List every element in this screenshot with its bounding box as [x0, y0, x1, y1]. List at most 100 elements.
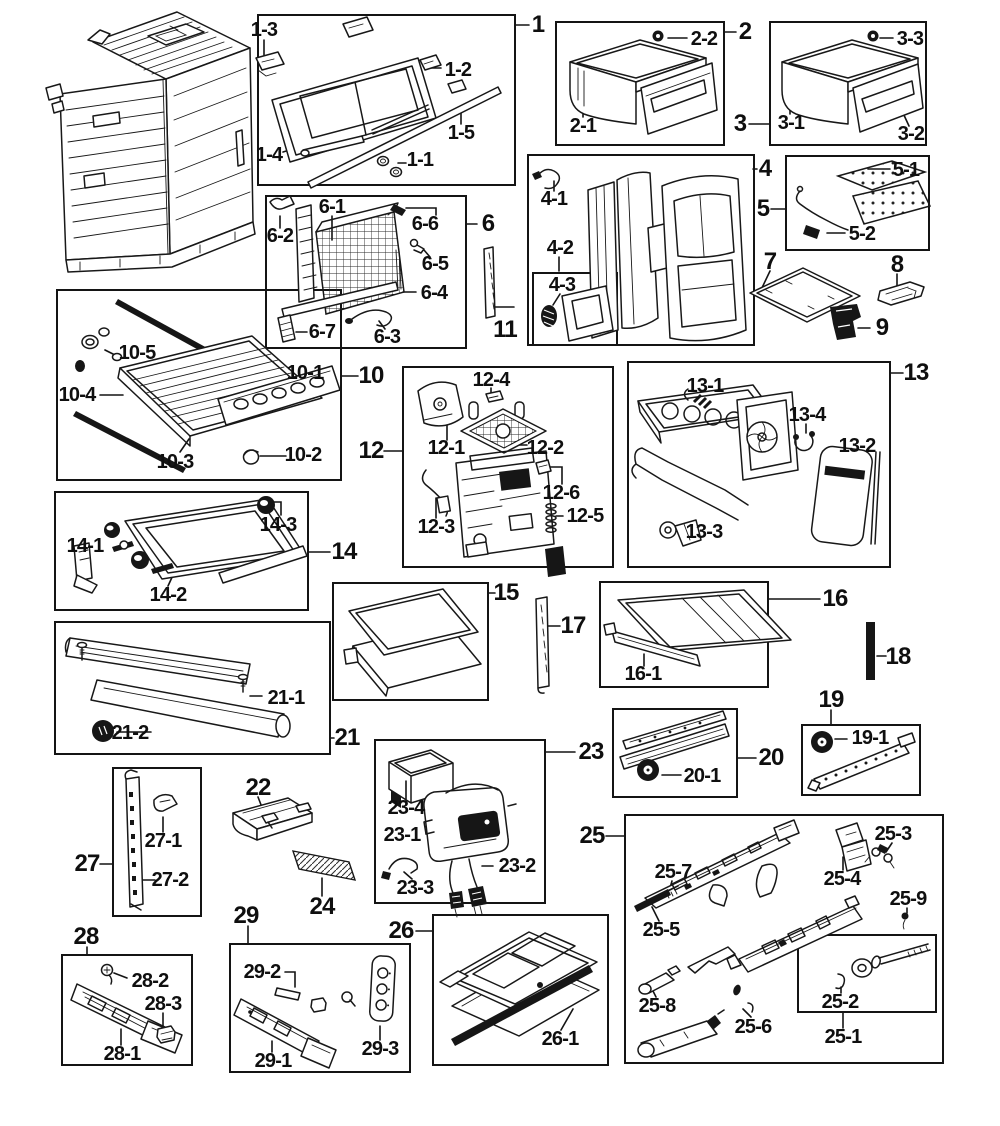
callout-27-2: 27-2 — [151, 869, 190, 891]
callout-13: 13 — [903, 359, 929, 386]
callout-1-1: 1-1 — [406, 149, 434, 171]
assembly-13-ice-maker — [631, 384, 881, 547]
callout-14: 14 — [331, 538, 357, 565]
callout-1-5: 1-5 — [447, 122, 475, 144]
callout-6-6: 6-6 — [411, 213, 439, 235]
callout-25-4: 25-4 — [823, 868, 862, 890]
assembly-27-side-strip — [124, 769, 178, 911]
callout-6-5: 6-5 — [421, 253, 449, 275]
part-group-frames — [54, 14, 944, 1073]
callout-2: 2 — [738, 18, 752, 45]
callout-6-1: 6-1 — [318, 196, 346, 218]
callout-13-1: 13-1 — [686, 375, 725, 397]
callout-23-3: 23-3 — [396, 877, 435, 899]
callout-12-2: 12-2 — [526, 437, 565, 459]
callout-2-2: 2-2 — [690, 28, 718, 50]
callout-25-7: 25-7 — [654, 861, 693, 883]
assembly-25-dispenser-parts — [634, 819, 931, 1058]
callout-12-6: 12-6 — [542, 482, 581, 504]
callout-23-2: 23-2 — [498, 855, 537, 877]
callout-28-3: 28-3 — [144, 993, 183, 1015]
callout-25-3: 25-3 — [874, 823, 913, 845]
callout-20-1: 20-1 — [683, 765, 722, 787]
assembly-10-drawer-base — [73, 299, 341, 473]
callout-10-2: 10-2 — [284, 444, 323, 466]
callout-25-1: 25-1 — [824, 1026, 863, 1048]
part-11-strip — [483, 246, 496, 319]
part-22-small-tray — [232, 797, 313, 841]
callout-10-5: 10-5 — [118, 342, 157, 364]
callout-19: 19 — [818, 686, 844, 713]
part-8-bracket — [877, 281, 925, 306]
callout-25-2: 25-2 — [821, 991, 860, 1013]
callout-23-1: 23-1 — [383, 824, 422, 846]
part-18-seal-bar — [866, 622, 875, 680]
callout-3-2: 3-2 — [897, 123, 925, 145]
callout-6: 6 — [481, 210, 495, 237]
callout-4-3: 4-3 — [548, 274, 576, 296]
callout-29: 29 — [233, 902, 259, 929]
callout-14-1: 14-1 — [66, 535, 105, 557]
assembly-2-freezer-drawer — [569, 30, 718, 135]
callout-10-4: 10-4 — [58, 384, 97, 406]
callout-8: 8 — [890, 251, 904, 278]
callout-22: 22 — [245, 774, 271, 801]
callout-17: 17 — [560, 612, 586, 639]
callout-5: 5 — [756, 195, 770, 222]
assembly-29-control-board — [233, 955, 396, 1069]
callout-4: 4 — [758, 155, 772, 182]
assembly-21-door-trim — [64, 637, 291, 742]
callout-12-3: 12-3 — [417, 516, 456, 538]
assembly-5-lamp-cover — [795, 160, 932, 239]
callout-28-2: 28-2 — [131, 970, 170, 992]
part-24-hatched-strip — [291, 850, 357, 881]
assembly-6-evaporator — [269, 195, 425, 343]
assembly-23-auger-motor — [381, 749, 517, 918]
callout-3: 3 — [733, 110, 747, 137]
callout-6-2: 6-2 — [266, 225, 294, 247]
assembly-12-ice-dispenser — [417, 381, 566, 577]
callout-12: 12 — [358, 437, 384, 464]
part-9-cap — [830, 304, 861, 340]
callout-24: 24 — [309, 893, 335, 920]
callout-26-1: 26-1 — [541, 1028, 580, 1050]
callout-25-6: 25-6 — [734, 1016, 773, 1038]
callout-9: 9 — [875, 314, 889, 341]
callout-12-4: 12-4 — [472, 369, 511, 391]
callout-10-1: 10-1 — [286, 362, 325, 384]
callout-16: 16 — [822, 585, 848, 612]
callout-23-4: 23-4 — [387, 797, 426, 819]
callout-28-1: 28-1 — [103, 1043, 142, 1065]
callout-7: 7 — [763, 248, 777, 275]
callout-5-1: 5-1 — [892, 159, 920, 181]
callout-1-3: 1-3 — [250, 19, 278, 41]
assembly-26-divider-tray — [439, 931, 600, 1046]
callout-13-3: 13-3 — [685, 521, 724, 543]
assembly-1-top-shelf — [255, 16, 502, 189]
callout-13-2: 13-2 — [838, 435, 877, 457]
callout-6-4: 6-4 — [420, 282, 448, 304]
callout-29-1: 29-1 — [254, 1050, 293, 1072]
refrigerator-cabinet-overview — [45, 11, 256, 273]
assembly-3-freezer-drawer — [781, 30, 924, 133]
callout-28: 28 — [73, 923, 99, 950]
callout-23: 23 — [578, 738, 604, 765]
callout-21-2: 21-2 — [111, 722, 150, 744]
callout-29-3: 29-3 — [361, 1038, 400, 1060]
callout-2-1: 2-1 — [569, 115, 597, 137]
assembly-14-shelf-frame — [73, 496, 308, 594]
callout-25: 25 — [579, 822, 605, 849]
callout-26: 26 — [388, 917, 414, 944]
callout-11: 11 — [493, 316, 518, 343]
callout-6-3: 6-3 — [373, 326, 401, 348]
callout-10: 10 — [358, 362, 384, 389]
callout-10-3: 10-3 — [156, 451, 195, 473]
callout-5-2: 5-2 — [848, 223, 876, 245]
callout-12-1: 12-1 — [427, 437, 466, 459]
callout-25-8: 25-8 — [638, 995, 677, 1017]
callout-1-4: 1-4 — [255, 144, 283, 166]
callout-14-3: 14-3 — [259, 514, 298, 536]
